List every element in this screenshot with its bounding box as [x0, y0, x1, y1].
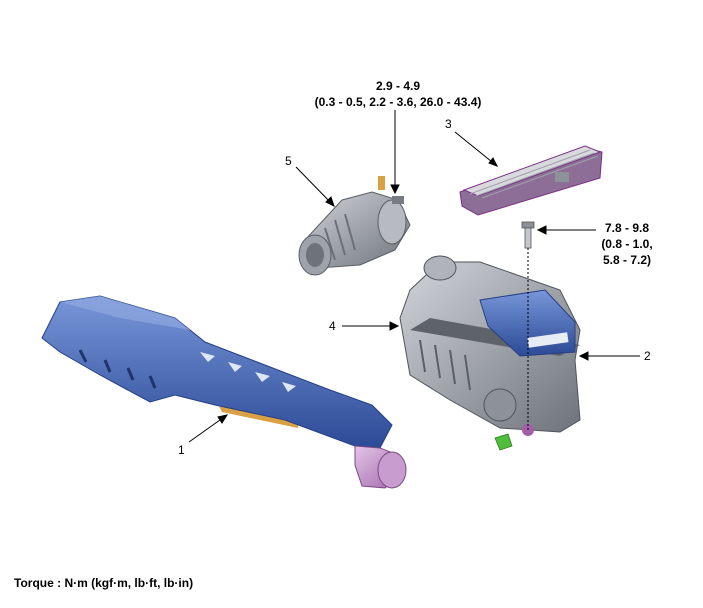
- air-cleaner-housing: [399, 255, 581, 451]
- torque-unit-legend: Torque : N·m (kgf·m, lb·ft, lb·in): [14, 576, 194, 590]
- torque-spec-throttle-clamp: 2.9 - 4.9 (0.3 - 0.5, 2.2 - 3.6, 26.0 - …: [296, 78, 500, 110]
- air-filter-element: [459, 145, 603, 216]
- torque-spec-line: 5.8 - 7.2): [602, 253, 652, 267]
- torque-spec-line: 7.8 - 9.8: [604, 221, 650, 235]
- callout-1: 1: [178, 443, 185, 457]
- housing-bolt: [521, 221, 535, 249]
- torque-spec-line: (0.3 - 0.5, 2.2 - 3.6, 26.0 - 43.4): [314, 95, 482, 109]
- torque-spec-line: 2.9 - 4.9: [375, 79, 421, 93]
- callout-3: 3: [445, 117, 452, 131]
- air-duct: [41, 295, 407, 489]
- callout-4: 4: [329, 319, 336, 333]
- torque-spec-housing-bolt: 7.8 - 9.8 (0.8 - 1.0, 5.8 - 7.2): [592, 220, 662, 268]
- torque-spec-line: (0.8 - 1.0,: [601, 237, 653, 251]
- throttle-hose: [298, 176, 411, 276]
- callout-5: 5: [285, 154, 292, 168]
- callout-lines: [188, 110, 640, 443]
- callout-2: 2: [644, 349, 651, 363]
